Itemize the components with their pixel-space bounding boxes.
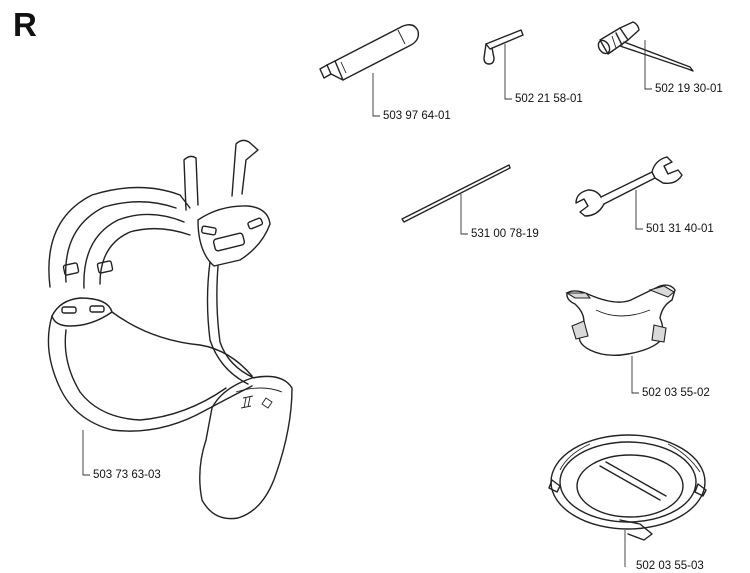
part-number-hex-key: 502 21 58-01: [515, 93, 583, 105]
combination-key-drawing: [319, 24, 420, 81]
section-letter: R: [13, 6, 37, 43]
ring-guard-drawing: [548, 434, 707, 541]
hex-key-drawing: [483, 29, 524, 65]
leader-line: [82, 430, 90, 476]
part-number-ring-guard: 502 03 55-03: [636, 560, 704, 572]
socket-wrench-drawing: [597, 21, 694, 72]
leader-line: [504, 44, 512, 100]
part-number-socket-wrench: 502 19 30-01: [655, 83, 723, 95]
part-number-rod: 531 00 78-19: [471, 228, 539, 240]
part-number-combination-key: 503 97 64-01: [383, 110, 451, 122]
open-end-wrench-drawing: [575, 156, 683, 217]
part-number-shoulder-pad: 502 03 55-02: [642, 387, 710, 399]
leader-line: [631, 356, 639, 394]
part-number-harness: 503 73 63-03: [93, 469, 161, 481]
leader-line: [644, 40, 652, 90]
shoulder-pad-drawing: [565, 284, 676, 357]
rod-drawing: [401, 164, 511, 223]
harness-drawing: [47, 139, 293, 520]
leader-line: [460, 194, 468, 235]
part-number-open-end-wrench: 501 31 40-01: [646, 223, 714, 235]
leader-line: [635, 190, 643, 230]
leader-line: [372, 73, 380, 117]
